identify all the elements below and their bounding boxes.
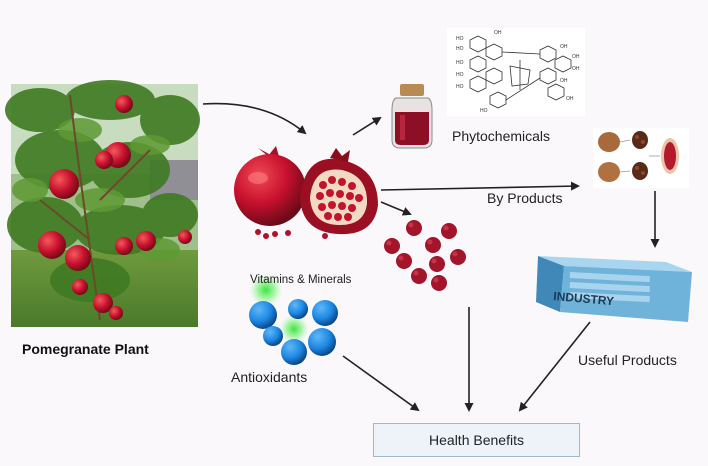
useful-products-label: Useful Products <box>578 352 677 368</box>
health-benefits-label: Health Benefits <box>429 432 524 448</box>
industry-label: INDUSTRY <box>553 289 615 308</box>
svg-text:OH: OH <box>572 66 580 72</box>
arrow-plant-to-fruit <box>202 102 307 135</box>
svg-text:OH: OH <box>494 30 502 36</box>
arrow-fruit-to-byproducts <box>380 181 580 191</box>
svg-text:OH: OH <box>572 54 580 60</box>
svg-text:OH: OH <box>566 96 574 102</box>
phytochemicals-label: Phytochemicals <box>452 128 551 144</box>
svg-text:OH: OH <box>560 44 568 50</box>
svg-text:HO: HO <box>456 72 464 78</box>
arrow-fruit-to-phytochemicals <box>352 116 382 136</box>
health-benefits-box: Health Benefits <box>373 423 580 457</box>
svg-text:HO: HO <box>480 108 488 114</box>
svg-text:OH: OH <box>560 78 568 84</box>
by-products-label: By Products <box>487 190 563 206</box>
arrow-useful-to-health <box>518 321 591 412</box>
svg-text:HO: HO <box>456 36 464 42</box>
svg-text:HO: HO <box>456 84 464 90</box>
antioxidants-label: Antioxidants <box>231 369 308 385</box>
vitamins-minerals-label: Vitamins & Minerals <box>250 274 352 286</box>
arrow-antioxidants-to-health <box>342 355 420 412</box>
svg-text:HO: HO <box>456 60 464 66</box>
pomegranate-plant-label: Pomegranate Plant <box>22 341 149 357</box>
arrow-fruit-to-vitamins <box>380 201 412 216</box>
svg-text:HO: HO <box>456 46 464 52</box>
